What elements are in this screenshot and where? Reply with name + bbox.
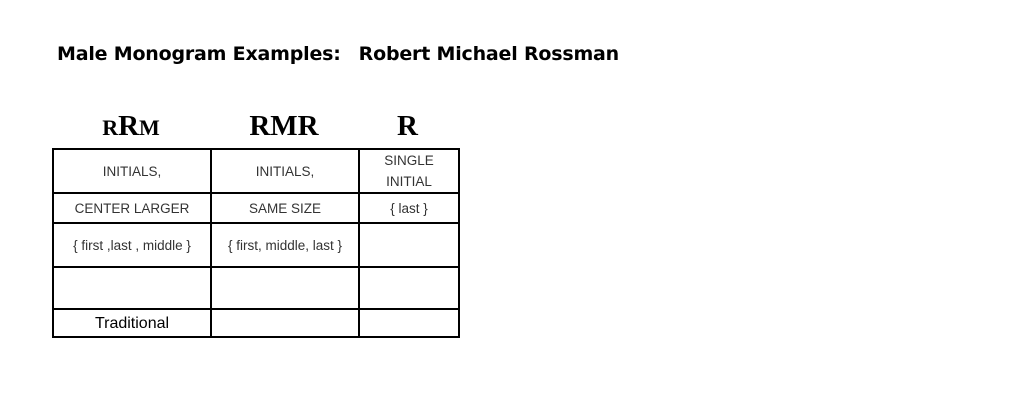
table-cell: CENTER LARGER <box>52 192 212 224</box>
monogram-single-initial: R <box>358 110 457 147</box>
table-cell <box>210 308 360 338</box>
table-cell <box>358 222 460 268</box>
title-name: Robert Michael Rossman <box>358 43 620 65</box>
table-cell <box>210 266 360 310</box>
monogram-first-initial: R <box>102 115 119 140</box>
table-row <box>52 266 460 310</box>
table-cell-traditional: Traditional <box>52 308 212 338</box>
table-cell <box>358 266 460 310</box>
table-cell: SAME SIZE <box>210 192 360 224</box>
monogram-single-initial-text: R <box>397 110 418 142</box>
table-cell: INITIALS, <box>210 148 360 194</box>
table-cell: SINGLE INITIAL <box>358 148 460 194</box>
table-row: Traditional <box>52 308 460 338</box>
table-row: CENTER LARGER SAME SIZE { last } <box>52 192 460 224</box>
table-cell <box>358 308 460 338</box>
table-cell: { first, middle, last } <box>210 222 360 268</box>
page-title: Male Monogram Examples: Robert Michael Ro… <box>57 43 619 65</box>
table-cell: INITIALS, <box>52 148 212 194</box>
table-cell <box>52 266 212 310</box>
monogram-same-size-text: RMR <box>249 110 319 142</box>
monogram-last-initial: R <box>118 110 140 142</box>
monogram-table: INITIALS, INITIALS, SINGLE INITIAL CENTE… <box>52 148 460 338</box>
monogram-center-larger: RRM <box>52 110 210 147</box>
title-label: Male Monogram Examples: <box>57 43 341 65</box>
monogram-middle-initial: M <box>139 115 160 140</box>
monogram-same-size: RMR <box>210 110 358 147</box>
table-row: INITIALS, INITIALS, SINGLE INITIAL <box>52 148 460 194</box>
table-row: { first ,last , middle } { first, middle… <box>52 222 460 268</box>
table-cell: { first ,last , middle } <box>52 222 212 268</box>
table-cell: { last } <box>358 192 460 224</box>
